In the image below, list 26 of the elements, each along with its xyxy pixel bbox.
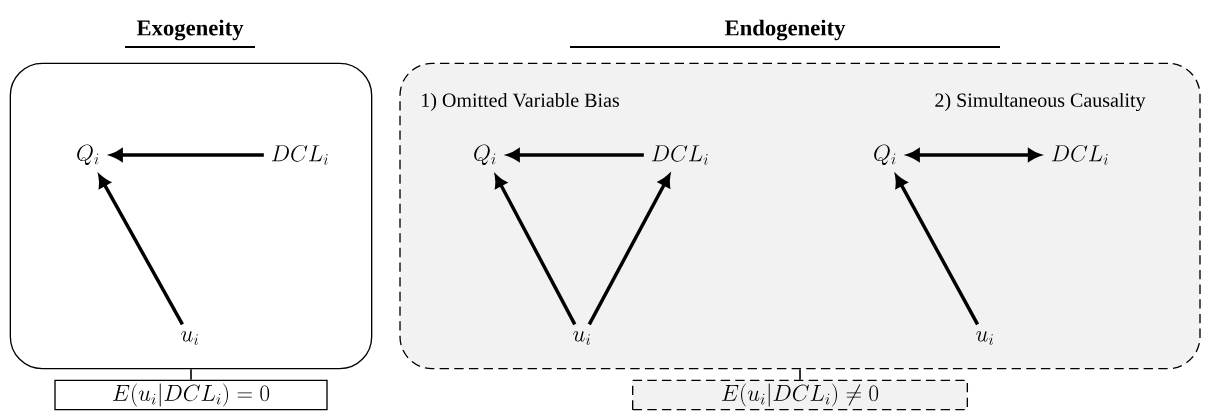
arrow [895,174,980,326]
heading: Endogeneity [569,19,1001,48]
variable: $DCL_i$ [651,144,708,165]
subheading: 1) Omitted Variable Bias [422,92,619,112]
arrow [98,174,184,326]
variable: $DCL_i$ [1051,144,1108,165]
arrow [494,174,577,326]
variable: $DCL_i$ [271,144,328,165]
panel-box [9,62,373,370]
arrow [587,174,671,326]
arrow [507,148,644,162]
connector-line [799,368,801,381]
variable: $u_i$ [573,331,590,345]
subheading: 2) Simultaneous Causality [935,92,1146,112]
variable: $u_i$ [181,331,198,345]
variable: $Q_i$ [874,144,896,166]
heading: Exogeneity [124,19,256,48]
variable: $Q_i$ [474,144,496,166]
arrow [907,148,1041,162]
variable: $u_i$ [976,331,993,345]
variable: $Q_i$ [77,144,99,166]
panel-box [399,62,1201,370]
condition-box: $E(u_i|DCL_i) \neq 0$ [632,379,968,411]
arrow [110,148,264,162]
condition-box: $E(u_i|DCL_i) = 0$ [54,379,328,411]
connector-line [190,368,192,381]
